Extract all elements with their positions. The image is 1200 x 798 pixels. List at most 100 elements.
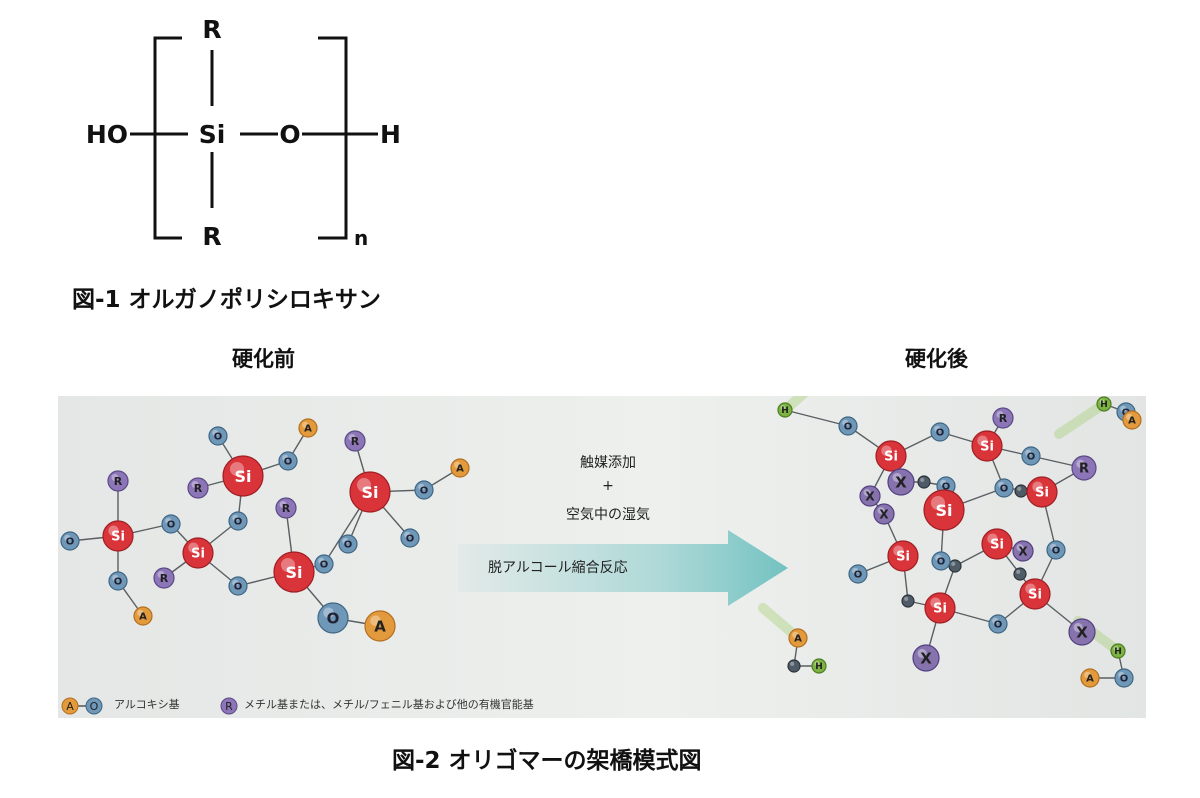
svg-text:R: R <box>351 435 360 448</box>
bracket-right <box>318 36 348 240</box>
svg-text:Si: Si <box>285 563 302 582</box>
o-atom: O <box>930 422 950 442</box>
svg-text:Si: Si <box>933 602 947 617</box>
oxygen-link <box>917 475 931 489</box>
svg-text:R: R <box>999 412 1008 425</box>
si-atom: Si <box>222 455 264 497</box>
o-atom: O <box>931 551 951 571</box>
svg-text:O: O <box>1027 452 1036 463</box>
h-atom: H <box>811 658 827 674</box>
svg-text:O: O <box>167 520 176 531</box>
oxygen-link <box>1013 567 1027 581</box>
legend-alkoxy-swatch: A O <box>61 697 103 715</box>
a-atom: A <box>450 458 470 478</box>
svg-text:O: O <box>942 482 951 493</box>
svg-text:Si: Si <box>361 483 378 502</box>
oxygen-link <box>901 594 915 608</box>
o-atom: O <box>848 564 868 584</box>
o-atom: O <box>1021 446 1041 466</box>
o-atom: O <box>338 534 358 554</box>
formula-bonds <box>130 36 378 240</box>
o-atom: O <box>1114 668 1134 688</box>
organopolysiloxane-formula: R R HO Si O H n <box>86 15 401 251</box>
svg-text:A: A <box>1086 674 1094 685</box>
svg-text:A: A <box>139 612 147 623</box>
formula-n: n <box>354 226 368 250</box>
svg-text:A: A <box>794 634 802 645</box>
svg-text:Si: Si <box>990 538 1004 553</box>
x-group: X <box>912 644 940 672</box>
svg-text:H: H <box>1100 400 1108 410</box>
svg-text:R: R <box>1079 462 1089 477</box>
si-atom: Si <box>273 551 315 593</box>
o-atom: O <box>314 554 334 574</box>
svg-text:R: R <box>194 482 203 495</box>
legend-o-symbol: O <box>90 700 99 713</box>
svg-text:O: O <box>234 582 243 593</box>
svg-text:O: O <box>936 428 945 439</box>
svg-text:O: O <box>1052 546 1061 557</box>
x-group: X <box>1068 618 1096 646</box>
r-group: R <box>275 497 297 519</box>
svg-text:R: R <box>282 502 291 515</box>
formula-o: O <box>279 120 300 149</box>
svg-text:O: O <box>320 560 329 571</box>
formula-si: Si <box>199 120 226 149</box>
bracket-left <box>153 36 182 240</box>
svg-text:A: A <box>374 617 386 635</box>
r-group: R <box>992 407 1014 429</box>
svg-text:Si: Si <box>111 530 125 545</box>
legend-a-symbol: A <box>66 700 74 713</box>
svg-text:O: O <box>344 540 353 551</box>
svg-text:H: H <box>815 662 823 672</box>
svg-text:R: R <box>160 572 169 585</box>
condition-plus: + <box>602 478 614 494</box>
label-after-curing: 硬化後 <box>905 347 968 371</box>
svg-text:X: X <box>895 473 907 491</box>
svg-text:O: O <box>406 534 415 545</box>
glow-ray <box>780 396 809 415</box>
oxygen-link <box>1014 484 1028 498</box>
svg-text:O: O <box>420 486 429 497</box>
si-atom: Si <box>349 471 391 513</box>
svg-text:O: O <box>1000 484 1009 495</box>
legend-r-text: メチル基または、メチル/フェニル基および他の有機官能基 <box>244 698 534 711</box>
svg-text:Si: Si <box>884 450 898 465</box>
svg-text:O: O <box>214 432 223 443</box>
svg-text:A: A <box>304 424 312 435</box>
svg-text:X: X <box>865 489 875 503</box>
svg-text:A: A <box>1128 416 1136 427</box>
reaction-arrow <box>458 530 788 606</box>
fig2-caption: 図-2 オリゴマーの架橋模式図 <box>392 748 702 774</box>
formula-r-top: R <box>202 15 221 44</box>
o-atom: O <box>317 602 349 634</box>
condition-catalyst: 触媒添加 <box>580 455 636 471</box>
svg-text:X: X <box>920 649 932 667</box>
svg-text:Si: Si <box>1035 486 1049 501</box>
svg-text:O: O <box>284 457 293 468</box>
x-group: X <box>873 503 895 525</box>
svg-text:H: H <box>1114 647 1122 657</box>
svg-text:Si: Si <box>234 467 251 486</box>
svg-text:Si: Si <box>935 501 952 520</box>
si-atom: Si <box>887 540 919 572</box>
svg-text:O: O <box>994 620 1003 631</box>
svg-text:R: R <box>114 475 123 488</box>
o-atom: O <box>838 416 858 436</box>
si-atom: Si <box>102 520 134 552</box>
r-group: R <box>1071 455 1097 481</box>
r-group: R <box>153 567 175 589</box>
legend-r-symbol: R <box>225 700 233 713</box>
r-group: R <box>344 430 366 452</box>
bond-line <box>784 409 849 427</box>
svg-text:Si: Si <box>1028 588 1042 603</box>
svg-text:X: X <box>1076 623 1088 641</box>
x-group: X <box>887 468 915 496</box>
formula-ho: HO <box>86 120 128 149</box>
o-atom: O <box>414 480 434 500</box>
x-group: X <box>1012 540 1034 562</box>
formula-h: H <box>380 120 401 149</box>
o-atom: O <box>994 478 1014 498</box>
